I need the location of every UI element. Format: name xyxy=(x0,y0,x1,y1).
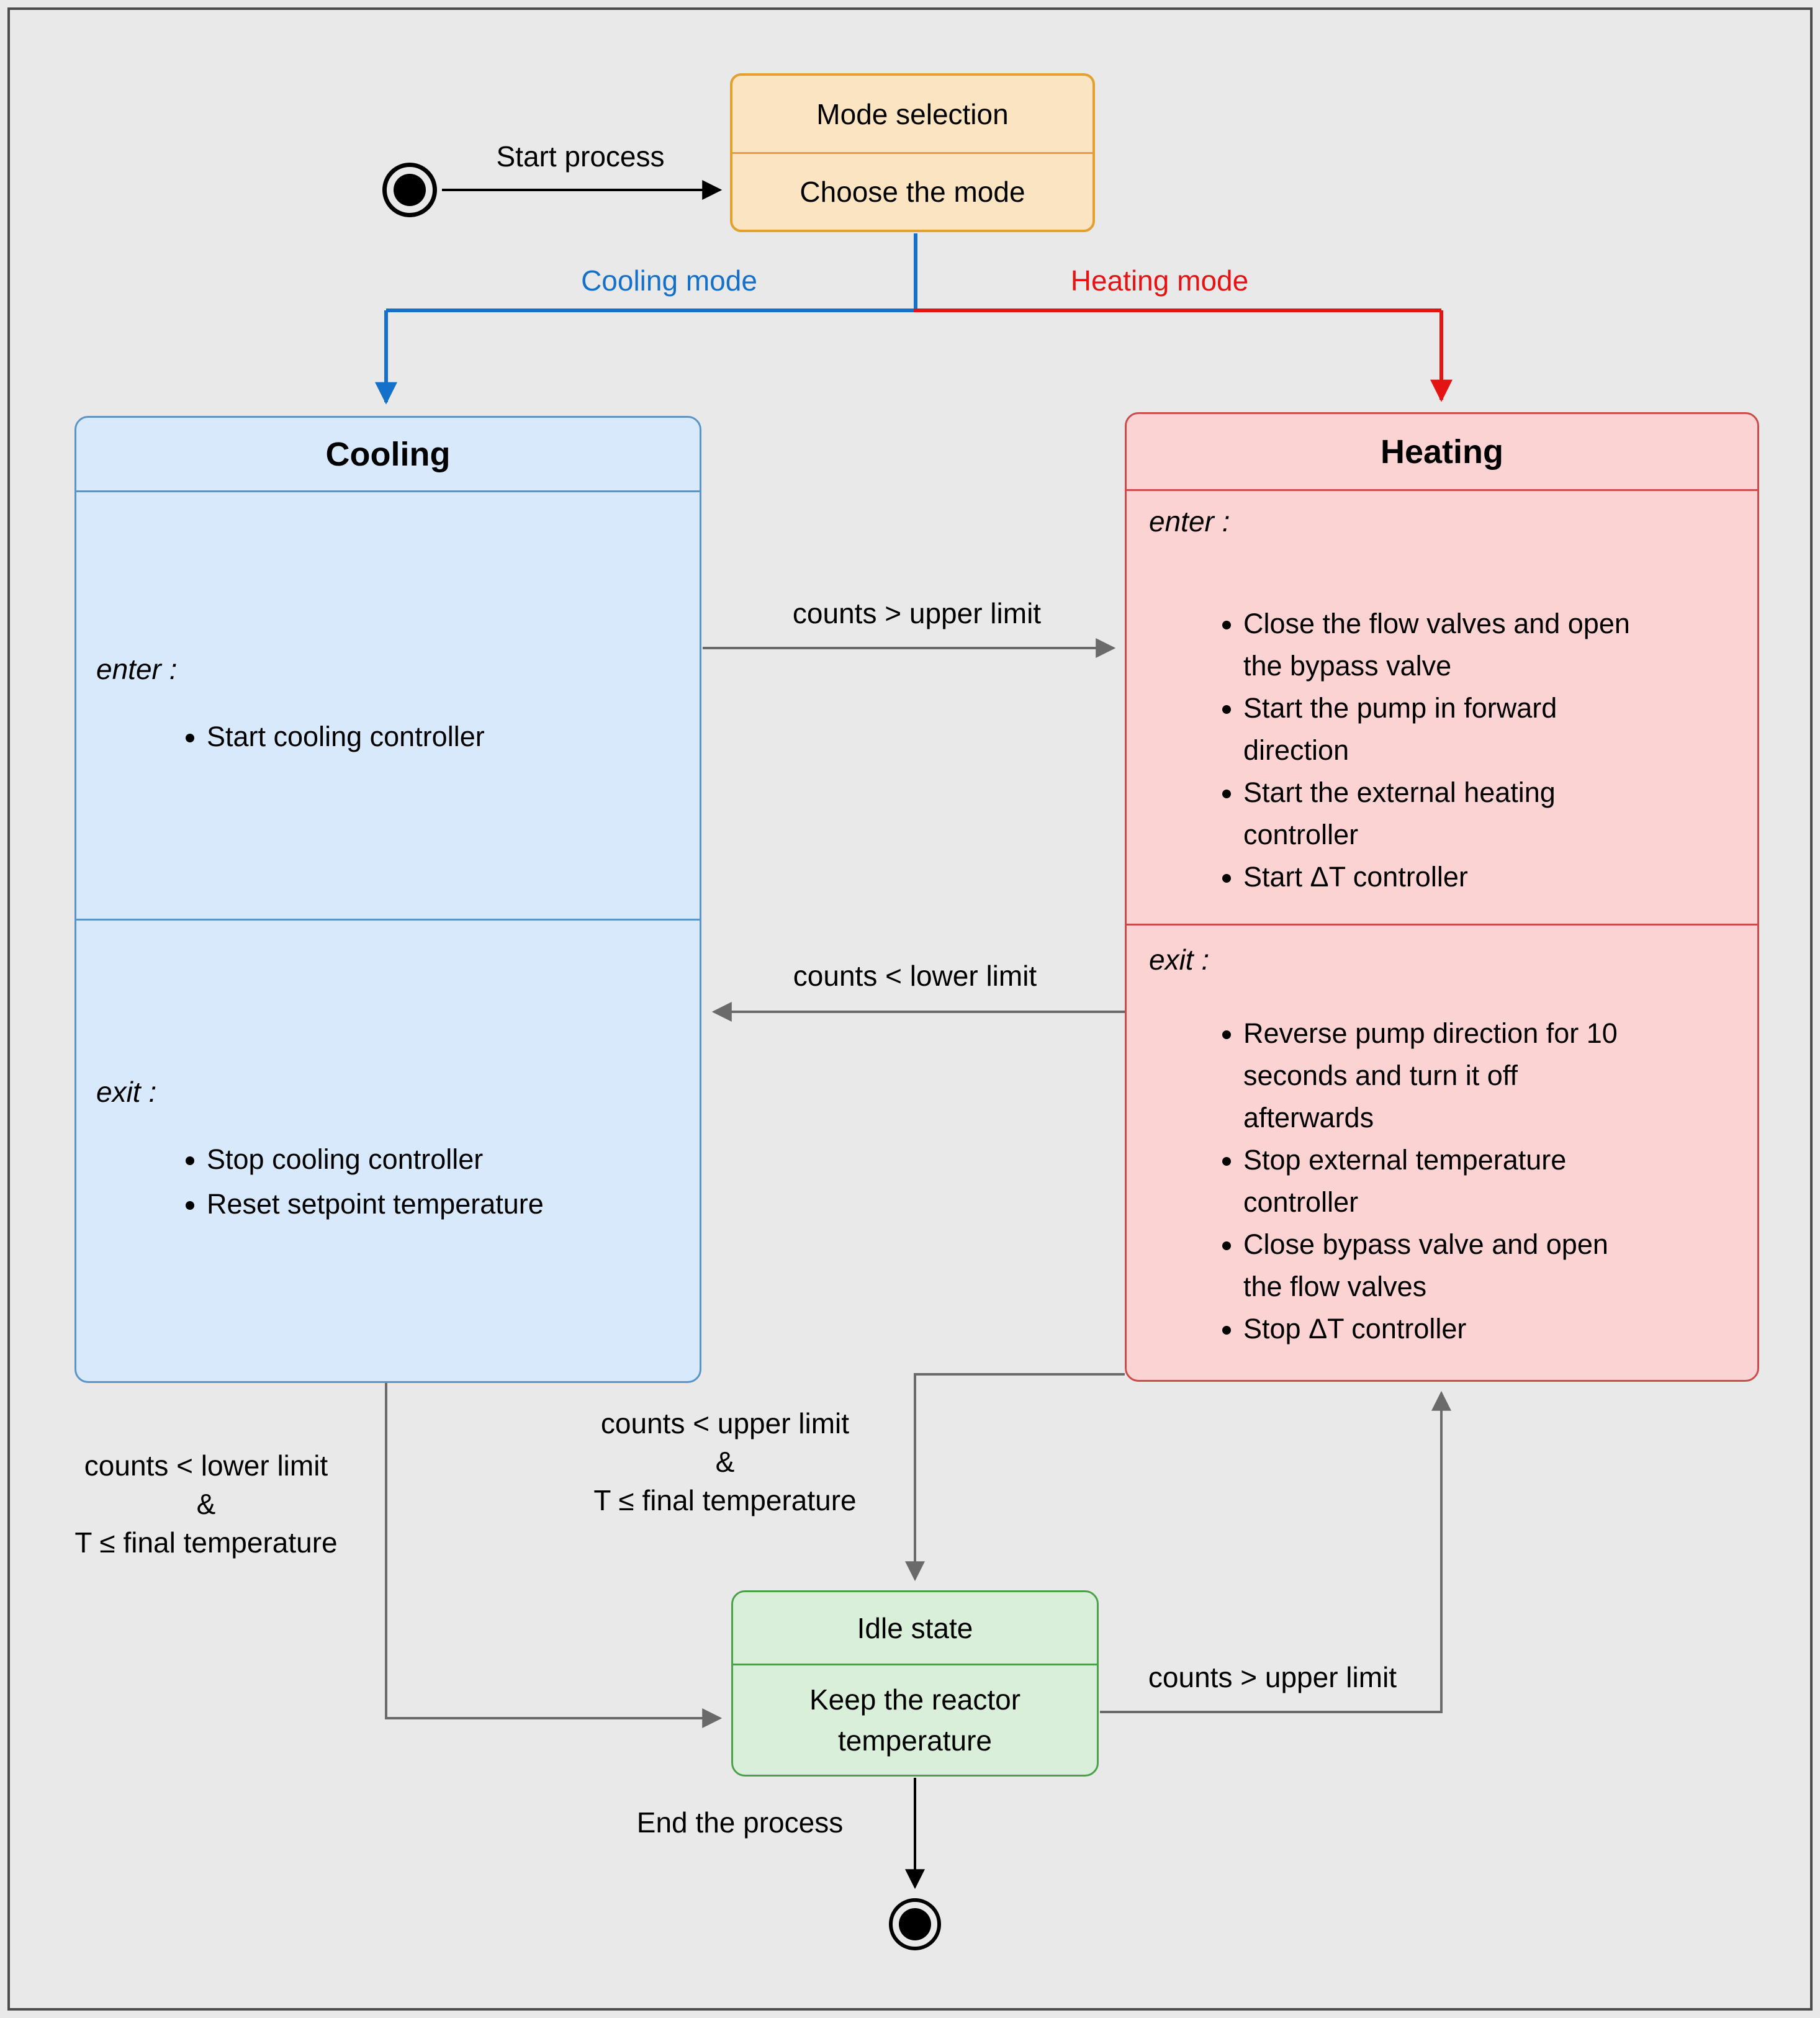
cooling-enter-section: enter : Start cooling controller xyxy=(76,492,700,921)
state-mode-selection: Mode selection Choose the mode xyxy=(730,73,1095,232)
label-line: & xyxy=(196,1488,216,1520)
cooling-enter-label: enter : xyxy=(96,652,178,685)
end-node-icon xyxy=(889,1898,941,1950)
heating-exit-section: exit : Reverse pump direction for 10 sec… xyxy=(1127,926,1757,1380)
list-item: Reverse pump direction for 10 seconds an… xyxy=(1243,1012,1644,1139)
transition-heating-to-idle xyxy=(905,1373,1125,1582)
heating-enter-label: enter : xyxy=(1149,505,1230,538)
transition-label-cooling-to-idle: counts < lower limit & T ≤ final tempera… xyxy=(74,1446,337,1562)
state-cooling: Cooling enter : Start cooling controller… xyxy=(74,416,701,1383)
label-line: T ≤ final temperature xyxy=(593,1484,857,1516)
list-item: Stop external temperature controller xyxy=(1243,1139,1644,1223)
list-item: Start the external heating controller xyxy=(1243,772,1644,856)
start-transition-label: Start process xyxy=(496,140,665,173)
list-item: Start ΔT controller xyxy=(1243,856,1644,898)
cooling-enter-list: Start cooling controller xyxy=(96,714,700,759)
branch-label-heating-mode: Heating mode xyxy=(1070,264,1249,297)
label-line: T ≤ final temperature xyxy=(74,1526,338,1559)
branch-label-cooling-mode: Cooling mode xyxy=(581,264,757,297)
transition-label-counts-gt-upper: counts > upper limit xyxy=(792,597,1042,629)
transition-label-heating-to-idle: counts < upper limit & T ≤ final tempera… xyxy=(593,1404,856,1520)
mode-selection-body: Choose the mode xyxy=(800,176,1025,208)
transition-label-idle-to-heating: counts > upper limit xyxy=(1148,1661,1397,1693)
heating-exit-list: Reverse pump direction for 10 seconds an… xyxy=(1149,1012,1757,1350)
cooling-exit-list: Stop cooling controller Reset setpoint t… xyxy=(96,1137,700,1227)
transition-label-counts-lt-lower: counts < lower limit xyxy=(793,960,1037,992)
start-node-icon xyxy=(382,163,437,217)
label-line: counts < lower limit xyxy=(84,1449,328,1482)
list-item: Close the flow valves and open the bypas… xyxy=(1243,603,1644,687)
list-item: Start the pump in forward direction xyxy=(1243,687,1644,772)
cooling-title: Cooling xyxy=(76,418,700,492)
cooling-exit-section: exit : Stop cooling controller Reset set… xyxy=(76,921,700,1381)
end-transition-label: End the process xyxy=(636,1806,844,1839)
transition-idle-to-heating xyxy=(1100,1390,1451,1713)
heating-exit-label: exit : xyxy=(1149,944,1210,976)
list-item: Start cooling controller xyxy=(207,714,700,759)
idle-title: Idle state xyxy=(733,1592,1097,1665)
start-node-dot-icon xyxy=(394,174,426,206)
list-item: Stop cooling controller xyxy=(207,1137,700,1182)
heating-enter-list: Close the flow valves and open the bypas… xyxy=(1149,603,1757,898)
idle-body: Keep the reactor temperature xyxy=(809,1683,1021,1757)
state-idle: Idle state Keep the reactor temperature xyxy=(731,1590,1099,1777)
transition-cooling-to-idle xyxy=(385,1383,723,1728)
label-line: & xyxy=(715,1446,735,1478)
end-node-dot-icon xyxy=(899,1908,931,1940)
label-line: counts < upper limit xyxy=(600,1407,850,1439)
heating-enter-section: enter : Close the flow valves and open t… xyxy=(1127,491,1757,926)
state-heating: Heating enter : Close the flow valves an… xyxy=(1125,412,1759,1382)
list-item: Stop ΔT controller xyxy=(1243,1308,1644,1350)
heating-title: Heating xyxy=(1127,414,1757,491)
list-item: Close bypass valve and open the flow val… xyxy=(1243,1223,1644,1308)
cooling-exit-label: exit : xyxy=(96,1076,157,1108)
mode-selection-title: Mode selection xyxy=(732,76,1092,154)
list-item: Reset setpoint temperature xyxy=(207,1182,700,1227)
